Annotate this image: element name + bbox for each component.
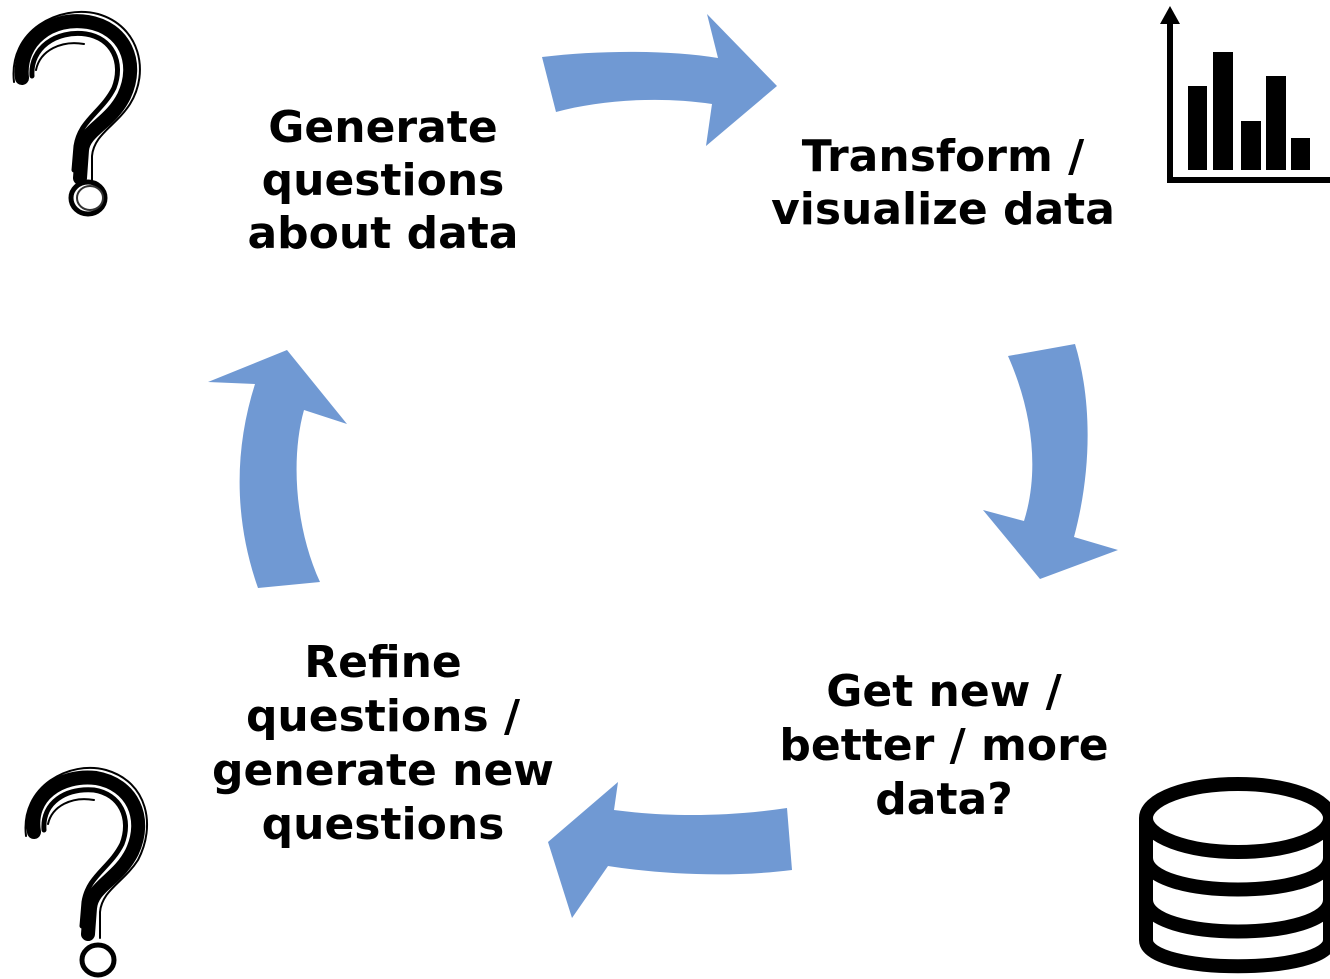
chart-bar [1291, 138, 1310, 170]
chart-bar [1188, 86, 1207, 170]
arrow-right-icon [542, 14, 777, 146]
database-icon [1139, 777, 1330, 974]
step-label-line: better / more [779, 720, 1108, 771]
step-label-line: data? [875, 774, 1012, 825]
step-label-line: generate new [212, 745, 554, 796]
arrow-up-icon [208, 350, 347, 588]
step-label-line: questions / [246, 691, 521, 742]
arrow-left-icon [548, 782, 792, 918]
step-get-data: Get new / better / more data? [779, 666, 1108, 825]
question-mark-icon [12, 10, 141, 217]
step-label-line: Refine [304, 637, 462, 688]
chart-bar [1213, 52, 1233, 170]
step-label-line: about data [247, 208, 518, 259]
step-transform-visualize: Transform / visualize data [771, 131, 1115, 235]
chart-bar [1266, 76, 1286, 170]
step-label-line: questions [262, 799, 505, 850]
chart-bar [1241, 121, 1261, 170]
step-generate-questions: Generate questions about data [247, 102, 518, 259]
step-refine-questions: Refine questions / generate new question… [212, 637, 554, 850]
step-label-line: questions [262, 155, 505, 206]
step-label-line: Transform / [802, 131, 1085, 182]
arrow-down-icon [983, 344, 1118, 579]
bar-chart-icon [1160, 6, 1330, 183]
step-label-line: visualize data [771, 184, 1115, 235]
question-mark-icon [24, 766, 149, 978]
step-label-line: Get new / [826, 666, 1062, 717]
step-label-line: Generate [268, 102, 497, 153]
